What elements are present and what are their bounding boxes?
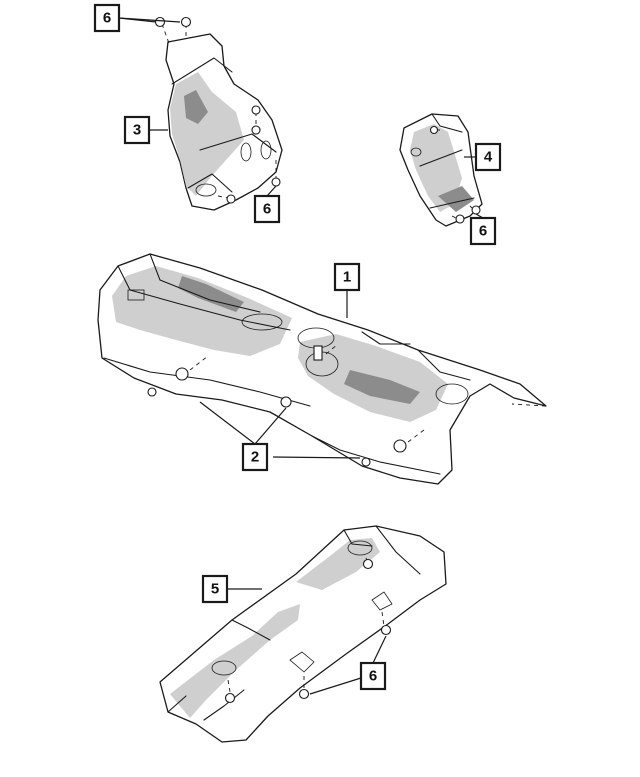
leader-6-left [266,185,277,197]
callout-1-label: 1 [343,269,351,286]
leader-6-top-b [118,17,181,23]
callout-1: 1 [333,262,361,292]
leader-lines [118,17,484,695]
callout-6-top-label: 6 [103,10,111,27]
callout-6-bottom: 6 [359,661,387,691]
callout-2-label: 2 [251,449,259,466]
heat-shield-part-4 [399,113,483,227]
heat-shield-part-5 [159,525,447,743]
callout-6-right: 6 [469,216,497,246]
leader-6-bottom-a [372,635,387,664]
callout-2: 2 [241,442,269,472]
callout-5-label: 5 [211,581,219,598]
callout-6-top: 6 [93,3,121,33]
leader-2b [254,407,287,445]
callout-6-left: 6 [253,194,281,224]
leader-2c [272,456,361,459]
callout-3: 3 [123,115,151,145]
heat-shield-part-1 [97,253,547,485]
callout-3-label: 3 [133,122,141,139]
leader-6-bottom-b [309,677,362,695]
callout-4: 4 [474,142,502,172]
leader-2a [199,401,256,445]
callout-6-left-label: 6 [263,201,271,218]
callout-4-label: 4 [484,149,493,166]
callout-6-right-label: 6 [479,223,487,240]
heat-shield-part-3 [154,16,283,211]
callout-5: 5 [201,574,229,604]
callout-6-bottom-label: 6 [369,668,377,685]
